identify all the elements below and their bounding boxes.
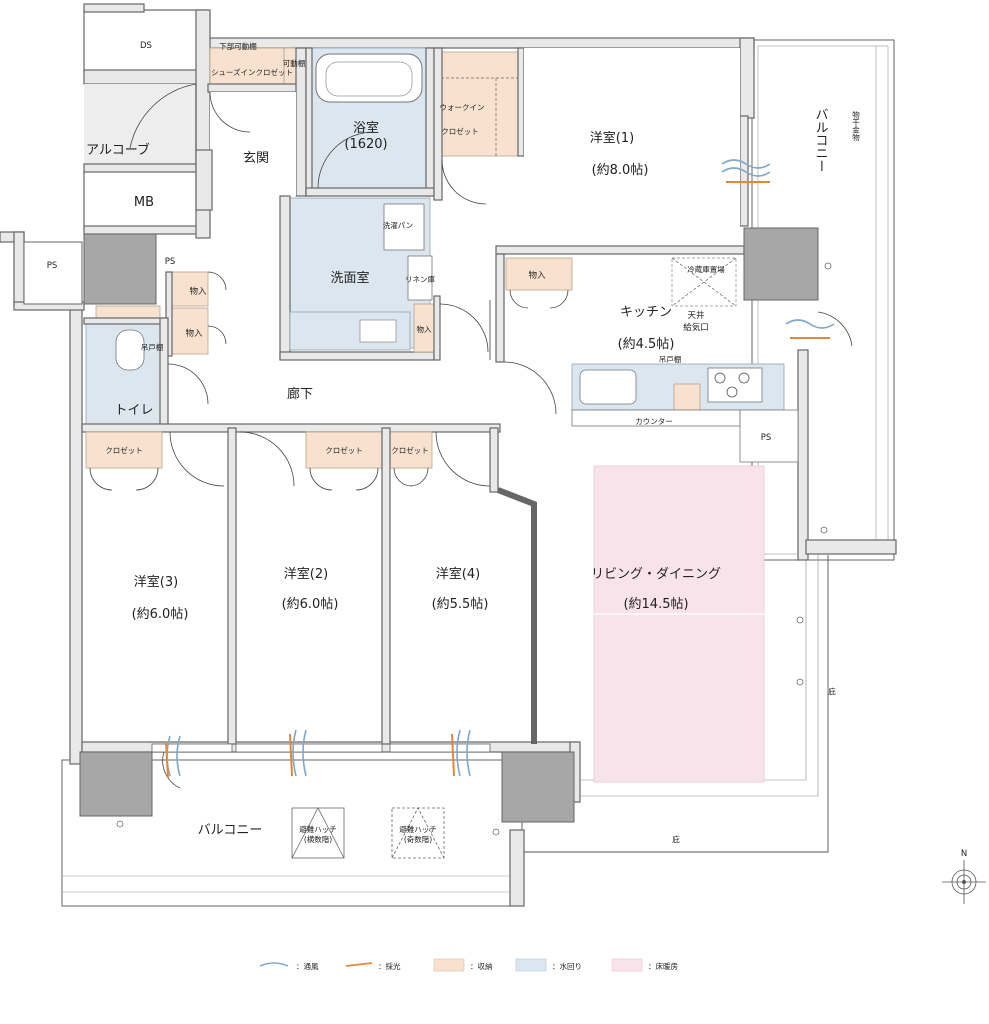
- label-toilet-hanging: 吊戸棚: [141, 342, 164, 352]
- label-kitchen-size: (約4.5帖): [618, 337, 675, 352]
- legend-floor-heating: ：床暖房: [611, 958, 678, 972]
- label-linen: リネン庫: [405, 274, 435, 284]
- label-room3-size: (約6.0帖): [132, 607, 189, 622]
- legend-ventilation-label: ：通風: [296, 961, 319, 971]
- label-bath: 浴室: [353, 120, 379, 136]
- legend-storage: ：収納: [433, 958, 493, 972]
- balcony-railing-bottom: [61, 759, 525, 907]
- label-room2: 洋室(2): [284, 566, 328, 582]
- label-eaves-bottom: 庇: [672, 834, 680, 844]
- label-ds: DS: [140, 41, 152, 51]
- label-hatch-down-1: 避難ハッチ: [399, 824, 437, 834]
- label-hatch-up-1: 避難ハッチ: [299, 824, 337, 834]
- closet-room2: [305, 431, 383, 469]
- label-storage-2: 物入: [185, 328, 203, 339]
- label-walkin-1: ウォークイン: [440, 103, 485, 112]
- label-closet-4: クロゼット: [391, 445, 429, 455]
- stove: [707, 367, 763, 403]
- kitchen-ps: [739, 409, 799, 463]
- label-hatch-up-2: (横数階): [304, 834, 332, 844]
- legend-light: ：採光: [345, 961, 401, 971]
- label-storage-1: 物入: [189, 286, 207, 297]
- label-washroom: 洗面室: [330, 270, 369, 286]
- ventilation-light-indicators: [165, 159, 835, 779]
- floor-heating-area: [593, 465, 765, 783]
- legend-water-label: ：水回り: [552, 961, 582, 971]
- label-walkin-2: クロゼット: [441, 126, 479, 136]
- label-living-size: (約14.5帖): [623, 597, 688, 612]
- closet-room4: [389, 431, 433, 469]
- label-wash-pan: 洗濯パン: [383, 220, 413, 230]
- storage-corridor-1: [171, 271, 209, 307]
- balcony-dots: [116, 262, 832, 836]
- legend-water: ：水回り: [515, 958, 582, 972]
- label-ceiling-vent-2: 給気口: [683, 322, 709, 333]
- bathtub: [315, 53, 423, 103]
- legend-ventilation: ：通風: [259, 961, 319, 971]
- label-balcony-right: バルコニー: [813, 108, 829, 173]
- compass-north-label: N: [961, 849, 967, 859]
- label-mb: MB: [134, 195, 154, 210]
- label-ps-left: PS: [47, 261, 58, 271]
- label-room1-size: (約8.0帖): [592, 163, 649, 178]
- label-closet-2: クロゼット: [325, 445, 363, 455]
- compass-icon: N: [942, 849, 986, 904]
- legend: ：通風 ：採光 ：収納 ：水回り ：床暖房: [259, 958, 678, 972]
- service-block: [83, 3, 211, 239]
- label-kitchen: キッチン: [620, 305, 672, 320]
- legend-floor-heating-label: ：床暖房: [648, 961, 678, 971]
- pillar-right-top: [743, 227, 819, 301]
- kitchen-storage: [505, 257, 573, 291]
- label-closet-3: クロゼット: [105, 445, 143, 455]
- label-shoe-lower: 下部可動棚: [219, 41, 257, 51]
- label-storage-kitchen: 物入: [528, 270, 546, 281]
- label-toilet: トイレ: [114, 403, 153, 418]
- ps-left-room: [23, 241, 83, 305]
- label-living: リビング・ダイニング: [591, 567, 721, 582]
- entrance-floor: [210, 92, 296, 196]
- label-laundry-hardware: 物干金物: [851, 110, 860, 143]
- evacuation-hatch-odd: [391, 807, 445, 859]
- label-fridge: 冷蔵庫置場: [687, 264, 725, 274]
- legend-light-label: ：採光: [378, 961, 401, 971]
- label-entrance: 玄関: [243, 151, 269, 166]
- label-bath-size: (1620): [344, 137, 387, 152]
- balcony-windows: [151, 743, 491, 789]
- pillar-bottom-left: [79, 751, 153, 817]
- washing-pan: [383, 203, 425, 251]
- pillar-bottom-right: [501, 751, 575, 823]
- label-counter: カウンター: [635, 417, 673, 426]
- linen-closet: [407, 255, 433, 301]
- legend-storage-label: ：収納: [470, 961, 493, 971]
- label-ps-top: PS: [165, 257, 176, 267]
- label-room3: 洋室(3): [134, 574, 178, 590]
- label-alcove: アルコーブ: [86, 142, 150, 158]
- label-hanging-kitchen: 吊戸棚: [659, 354, 682, 364]
- pillar-left-top: [83, 233, 157, 305]
- label-movable-shelf: 可動棚: [283, 58, 306, 68]
- label-ps-kitchen: PS: [761, 433, 772, 443]
- evacuation-hatch-even: [291, 807, 345, 859]
- fridge-area: [671, 257, 737, 307]
- label-balcony-bottom: バルコニー: [198, 823, 263, 838]
- toilet-bowl: [115, 329, 145, 371]
- walkin-closet: [435, 51, 519, 157]
- label-storage-3: 物入: [417, 324, 432, 334]
- label-eaves-right: 庇: [828, 686, 836, 696]
- closet-room3: [85, 431, 163, 469]
- label-room4-size: (約5.5帖): [432, 597, 489, 612]
- label-shoe-closet: シューズインクロゼット: [211, 67, 293, 77]
- label-room4: 洋室(4): [436, 566, 480, 582]
- label-room2-size: (約6.0帖): [282, 597, 339, 612]
- room1-floor: [524, 48, 740, 248]
- label-corridor: 廊下: [287, 386, 313, 402]
- label-room1: 洋室(1): [590, 130, 634, 146]
- room-labels: DS アルコーブ MB PS PS 下部可動棚 シューズインクロゼット 可動棚 …: [47, 41, 861, 844]
- label-hatch-down-2: (奇数階): [404, 834, 432, 844]
- label-ceiling-vent-1: 天井: [687, 310, 704, 321]
- kitchen-sink: [579, 369, 637, 405]
- storage-corridor-2: [171, 307, 209, 355]
